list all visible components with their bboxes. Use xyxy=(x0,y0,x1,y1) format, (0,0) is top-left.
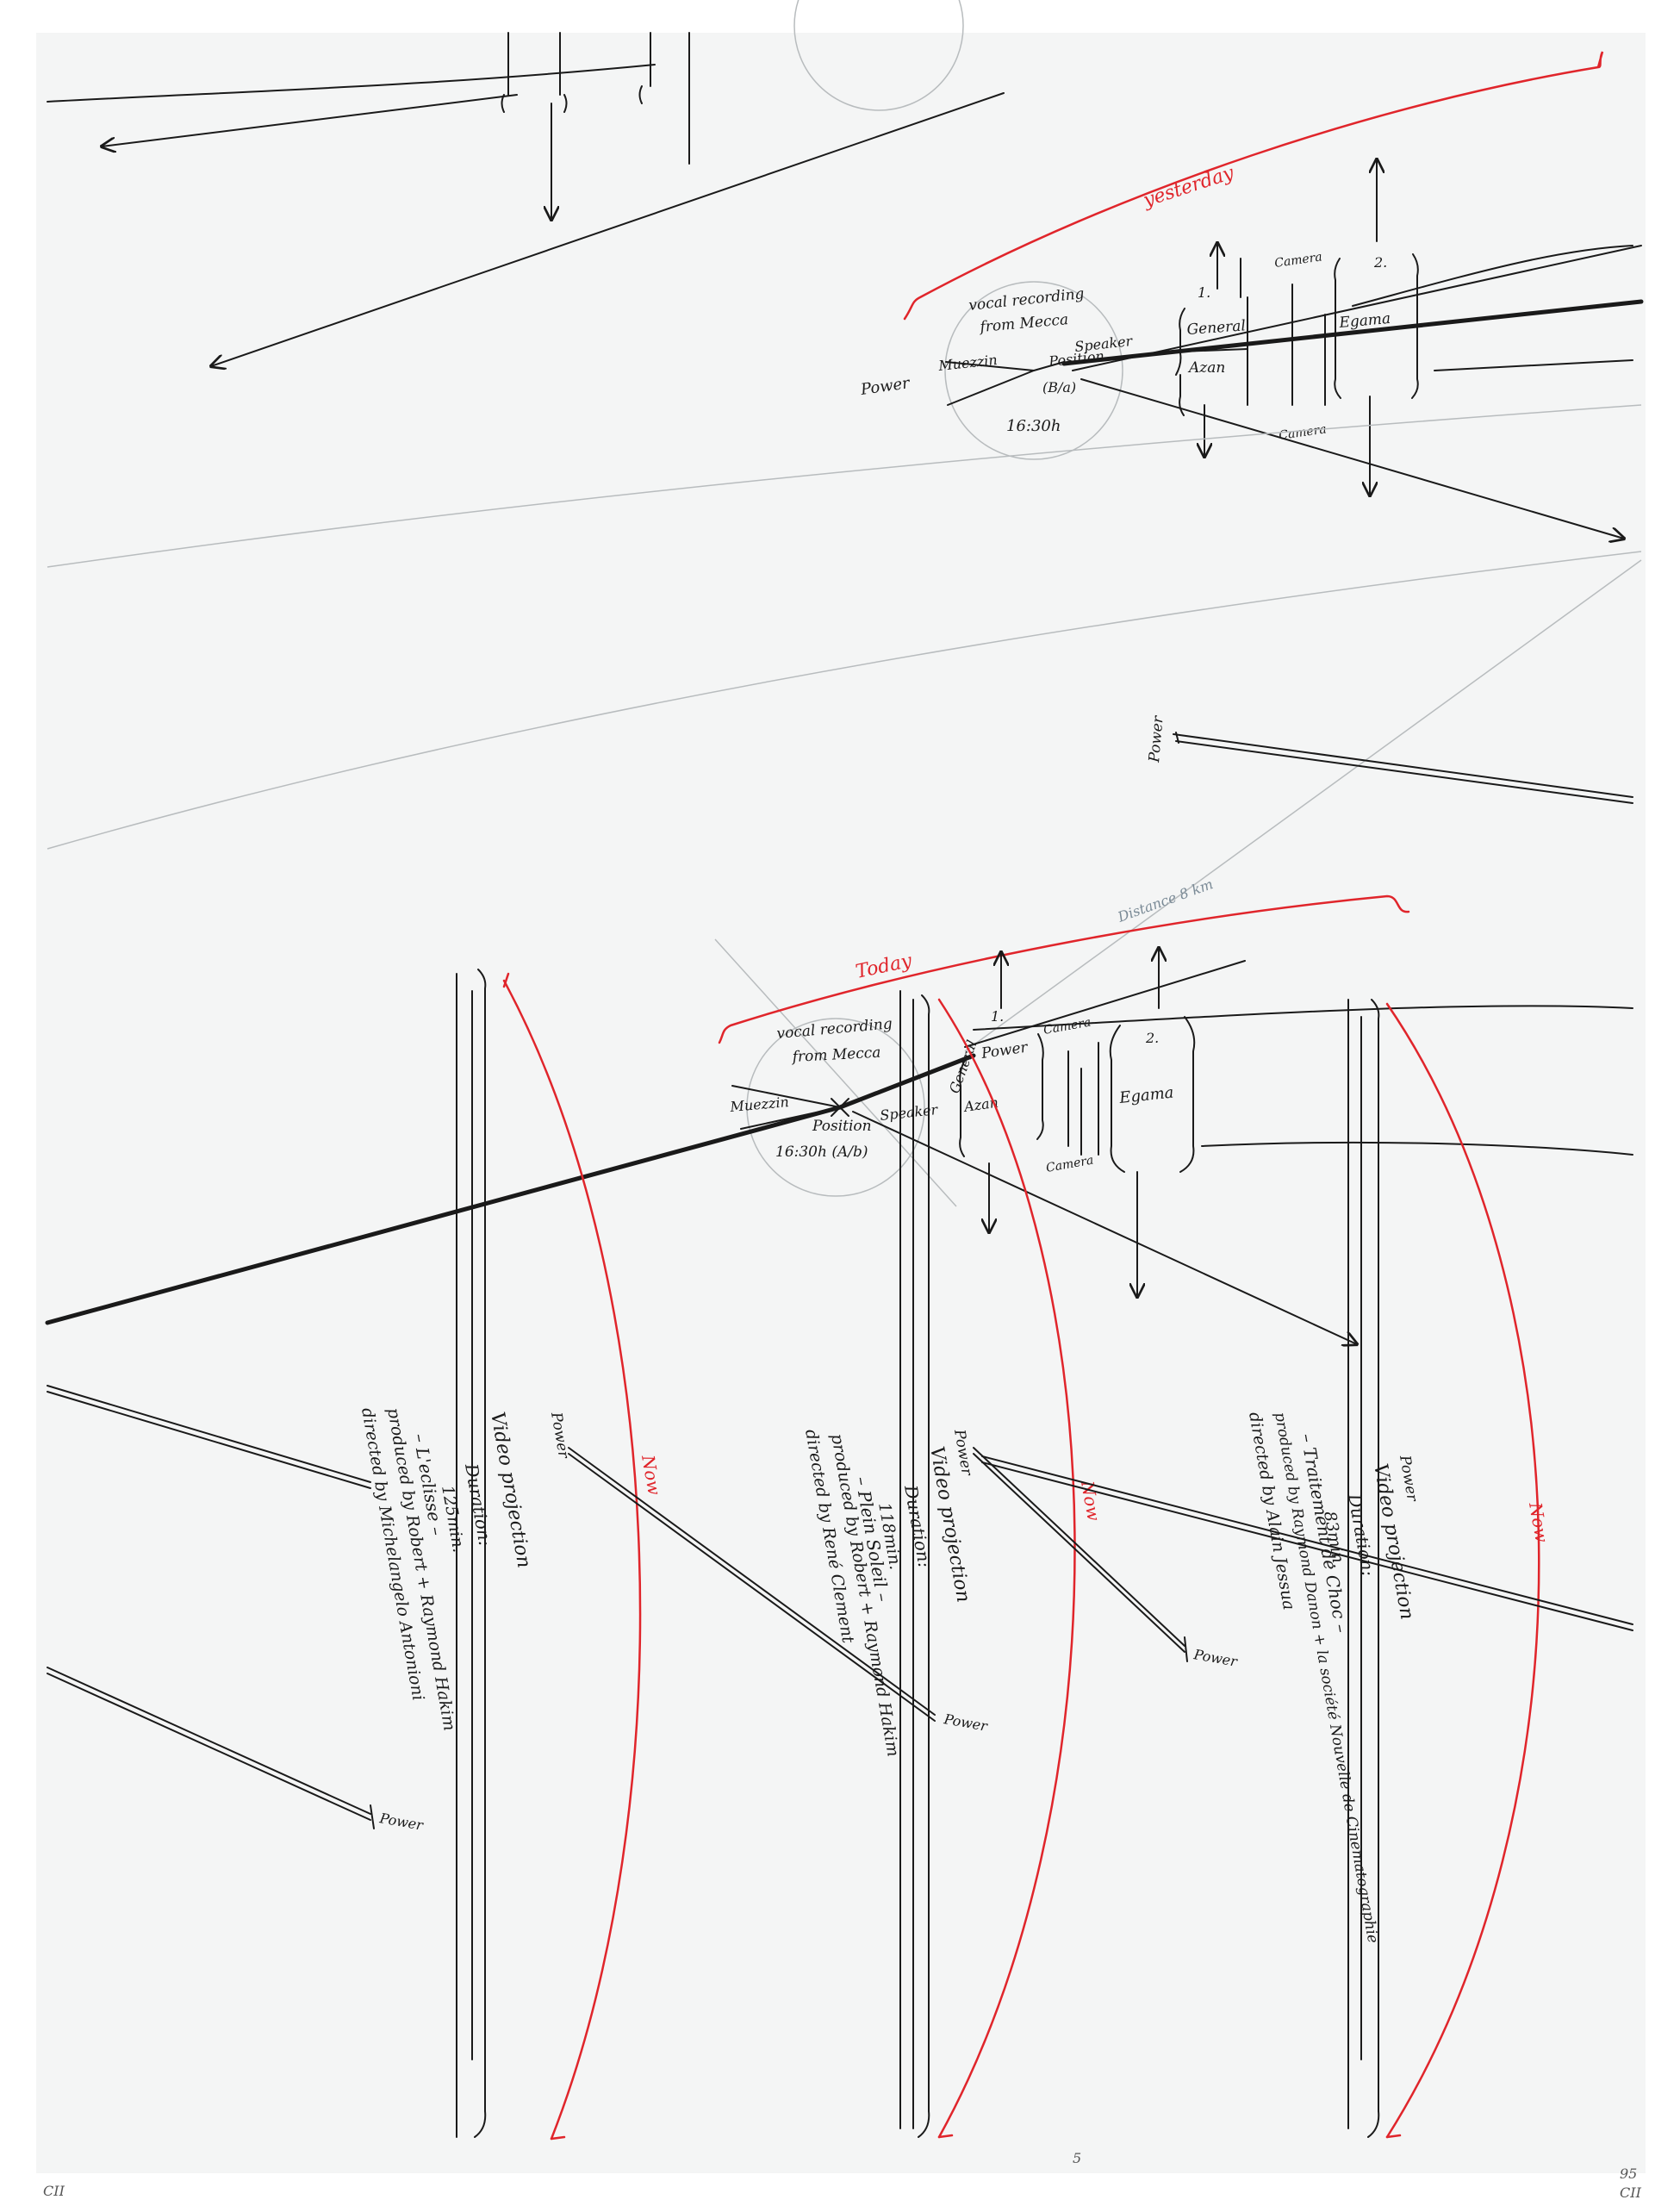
today-time-text: 16:30h (A/b) xyxy=(775,1144,868,1161)
top-fragment xyxy=(47,0,1005,366)
y-box1-line1: General xyxy=(1186,317,1247,339)
y-box1-line2: Azan xyxy=(1187,359,1225,377)
today-circle xyxy=(746,1018,925,1197)
yesterday-circle xyxy=(944,281,1123,460)
t-box2-number: 2. xyxy=(1145,1030,1159,1046)
paper-sheet xyxy=(36,33,1646,2173)
y-camera-top: Camera xyxy=(1273,250,1322,271)
today-position-text: Position xyxy=(812,1118,872,1135)
footer-right-small: 95 xyxy=(1620,2165,1637,2182)
footer-right-page: CII xyxy=(1620,2184,1642,2201)
yesterday-time-text: 16:30h xyxy=(1006,417,1061,435)
t-box1-number: 1. xyxy=(991,1008,1004,1025)
yesterday-section: yesterday vocal recording from Mecca Mue… xyxy=(859,51,1644,539)
y-box1-number: 1. xyxy=(1198,284,1210,301)
footer-left-page: CII xyxy=(43,2183,65,2199)
footer-center-mark: 5 xyxy=(1073,2150,1081,2166)
y-box2-number: 2. xyxy=(1373,254,1387,271)
today-bracket xyxy=(718,894,1410,1044)
yesterday-code-text: (B/a) xyxy=(1042,379,1076,396)
y-camera-bottom: Camera xyxy=(1278,422,1327,443)
yesterday-bracket xyxy=(903,51,1604,321)
side-power-label: Power xyxy=(1146,714,1167,763)
power-lines xyxy=(47,1385,1633,1829)
